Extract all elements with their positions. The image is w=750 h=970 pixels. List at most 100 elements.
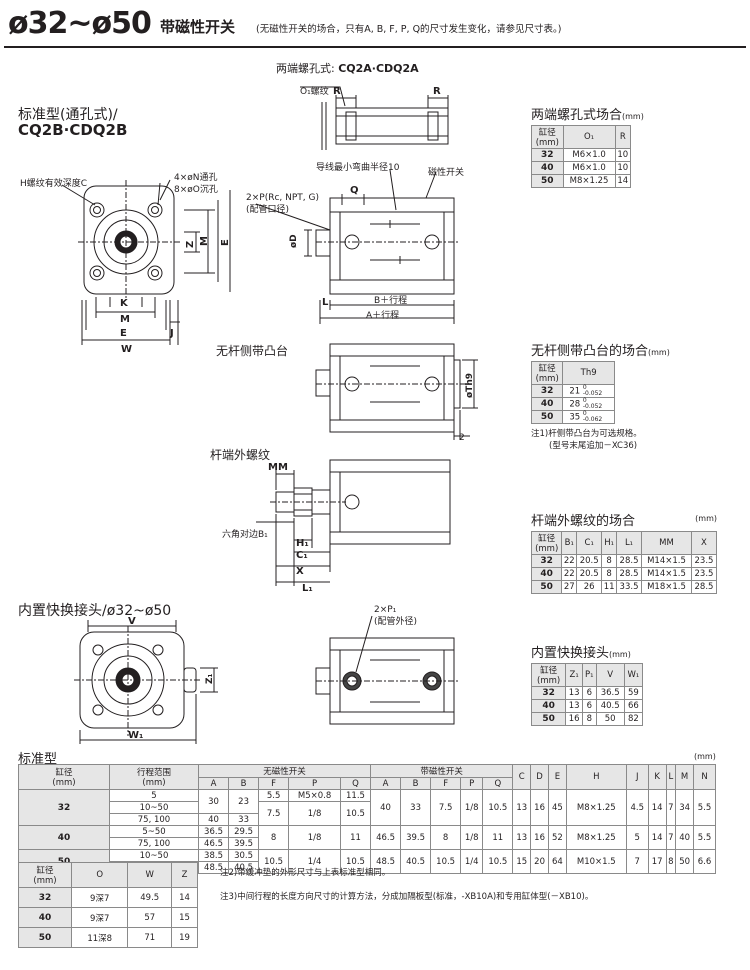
column-header: J — [625, 764, 649, 790]
lbl-pport2: (配管口径) — [246, 203, 289, 215]
lbl-p1: 2×P₁ — [374, 605, 397, 615]
dim-W: W — [121, 344, 132, 355]
table-cell: 10.5 — [482, 849, 514, 874]
table-cell: 13 — [565, 699, 584, 713]
table-cell: 28.5 — [616, 554, 643, 568]
table-cell: 33 — [400, 789, 432, 826]
main-table-unit: (mm) — [694, 752, 716, 761]
column-header: H — [565, 764, 627, 790]
table-cell: 22 — [561, 554, 578, 568]
table-cell: 59 — [623, 686, 644, 700]
table-cell: 50 — [675, 849, 695, 874]
table-cell: 49.5 — [127, 887, 173, 908]
rodless-label: 无杆侧带凸台 — [216, 344, 289, 358]
column-header: 缸径(mm) — [531, 125, 564, 149]
lbl-ocbore: 8×øO沉孔 — [174, 184, 218, 195]
table-cell: 10 — [614, 148, 632, 162]
column-header: M — [675, 764, 695, 790]
table-cell: 16 — [530, 789, 549, 826]
table-cell: 23.5 — [690, 567, 718, 581]
side-view-rodless-boss — [315, 343, 478, 440]
table-cell: 10.5 — [339, 801, 372, 826]
lbl-o1: O₁螺纹 — [300, 85, 329, 97]
table-cell: M8×1.25 — [565, 825, 627, 850]
table-cell: 7.5 — [258, 801, 290, 826]
dim-Q: Q — [350, 185, 359, 196]
table-cell: 1/8 — [288, 825, 341, 850]
table-cell: 5.5 — [693, 825, 716, 850]
column-header: X — [690, 531, 718, 555]
dim-M-h: M — [120, 314, 130, 325]
table-cell: 48.5 — [370, 849, 402, 874]
bore-cell: 32 — [17, 887, 73, 908]
table-cell: 30.5 — [228, 849, 260, 862]
table-cell: M14×1.5 — [641, 554, 692, 568]
table-cell: M18×1.5 — [641, 580, 692, 594]
table-cell: 5.5 — [693, 789, 716, 826]
table-cell: 40 — [675, 825, 695, 850]
table-cell: 52 — [547, 825, 567, 850]
column-header: C — [512, 764, 532, 790]
table-cell: 14 — [614, 174, 632, 188]
table-cell: 39.5 — [228, 837, 260, 850]
both-ends-unit: (mm) — [622, 112, 644, 121]
table-cell: 8 — [601, 554, 618, 568]
tolerance-cell: 28 0-0.052 — [562, 397, 615, 411]
table-cell: 4.5 — [625, 789, 649, 826]
column-header: D — [530, 764, 549, 790]
table-cell: 40.5 — [595, 699, 625, 713]
column-header: 行程范围(mm) — [109, 764, 199, 790]
lbl-bstroke: B＋行程 — [374, 294, 407, 306]
rod-thread-unit: (mm) — [695, 514, 717, 523]
bore-cell: 32 — [530, 384, 564, 398]
table-cell: 33 — [228, 813, 260, 826]
column-header: Z — [171, 862, 198, 888]
dim-L: L — [322, 297, 329, 308]
table-cell: 28.5 — [616, 567, 643, 581]
bore-cell: 32 — [530, 554, 563, 568]
column-header: L — [665, 764, 677, 790]
table-cell: M6×1.0 — [562, 161, 616, 175]
table-cell: 7 — [665, 789, 677, 826]
main-table-title: 标准型 — [18, 752, 58, 767]
dim-E-h: E — [120, 328, 127, 339]
table-cell: 8 — [665, 849, 677, 874]
rodless-unit: (mm) — [648, 348, 670, 357]
column-header: W — [127, 862, 173, 888]
table-cell: 27 — [561, 580, 578, 594]
lbl-astroke: A＋行程 — [366, 309, 399, 321]
table-cell: 7.5 — [430, 789, 462, 826]
table-cell: 13 — [565, 686, 584, 700]
table-cell: 22 — [561, 567, 578, 581]
bore-cell: 40 — [18, 825, 110, 850]
group-header: 带磁性开关 — [370, 764, 514, 778]
column-header: B — [228, 777, 260, 790]
column-header: Z₁ — [565, 663, 584, 687]
table-cell: 71 — [127, 927, 173, 948]
both-ends-title: 两端螺孔式场合 — [531, 108, 623, 123]
table-cell: 16 — [530, 825, 549, 850]
lbl-pport: 2×P(Rc, NPT, G) — [246, 193, 319, 203]
dim-Th9: øTh9 — [465, 373, 475, 398]
table-cell: 8 — [430, 825, 462, 850]
table-cell: 5 — [625, 825, 649, 850]
table-cell: 9深7 — [71, 907, 129, 928]
rodless-title: 无杆侧带凸台的场合 — [531, 344, 649, 359]
dim-D: øD — [289, 234, 299, 248]
table-cell: 46.5 — [370, 825, 402, 850]
table-cell: 26 — [576, 580, 603, 594]
column-header: P — [288, 777, 341, 790]
table-cell: 20 — [530, 849, 549, 874]
